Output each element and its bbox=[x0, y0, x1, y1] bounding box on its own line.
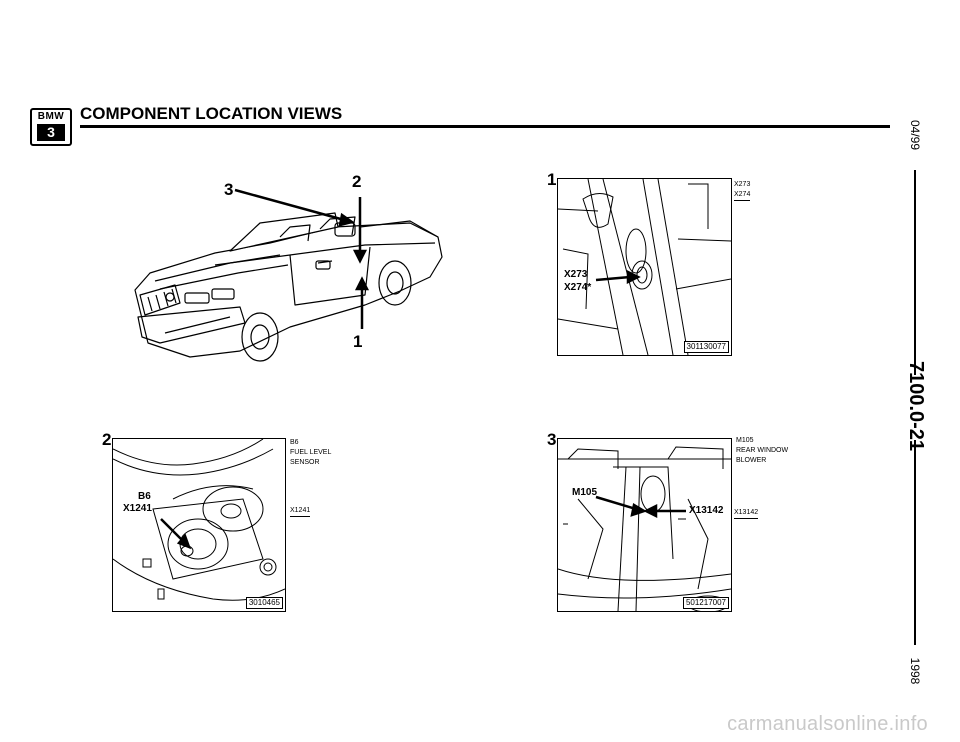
bmw-3-logo: BMW 3 bbox=[30, 108, 72, 146]
view-3-side-blower: BLOWER bbox=[736, 457, 767, 464]
view-1-illustration bbox=[558, 179, 731, 355]
view-1-callout-x274: X274* bbox=[564, 282, 592, 293]
watermark: carmanualsonline.info bbox=[727, 713, 928, 735]
view-1-callout-x273: X273 bbox=[564, 269, 588, 280]
view-3-callout-x13142: X13142 bbox=[689, 505, 724, 516]
overview-callout-2: 2 bbox=[352, 172, 362, 191]
overview-callout-1: 1 bbox=[353, 332, 363, 351]
view-2-side-x1241: X1241 bbox=[290, 506, 311, 517]
view-2-figure-id: 3010465 bbox=[245, 597, 283, 609]
view-1-figure-id: 301130077 bbox=[683, 341, 729, 353]
view-3-side-connector: X13142 bbox=[734, 508, 759, 519]
view-3-panel: M105 X13142 501217007 bbox=[557, 438, 732, 612]
title-rule bbox=[80, 125, 890, 128]
view-2-side-fuel-level: FUEL LEVEL bbox=[290, 449, 332, 456]
logo-model: 3 bbox=[37, 124, 65, 141]
view-2-illustration bbox=[113, 439, 285, 601]
view-3-illustration bbox=[558, 446, 731, 611]
margin-date: 04/99 bbox=[908, 119, 922, 151]
view-1-side-labels: X273 X274 bbox=[734, 180, 751, 201]
margin-line-lower bbox=[914, 440, 916, 645]
view-2-callout-b6: B6 bbox=[138, 491, 151, 502]
view-2-side-sensor: SENSOR bbox=[290, 459, 320, 466]
overview-callout-3: 3 bbox=[224, 180, 234, 199]
view-3-figure-id: 501217007 bbox=[682, 597, 729, 609]
view-3-side-x13142: X13142 bbox=[734, 508, 759, 519]
view-3-callout-m105: M105 bbox=[572, 487, 598, 498]
view-1-panel: X273 X274* 301130077 bbox=[557, 178, 732, 356]
convertible-car-illustration bbox=[134, 188, 443, 362]
view-3-side-labels: M105 REAR WINDOW BLOWER bbox=[736, 436, 788, 466]
view-2-callout-x1241: X1241 bbox=[123, 503, 152, 514]
page-title: COMPONENT LOCATION VIEWS bbox=[80, 104, 343, 123]
view-3-side-rear-window: REAR WINDOW bbox=[736, 447, 789, 454]
margin-line-upper bbox=[914, 170, 916, 375]
view-3-side-m105: M105 bbox=[736, 437, 754, 444]
view-1-side-x274: X274 bbox=[734, 190, 751, 201]
view-2-side-labels: B6 FUEL LEVEL SENSOR bbox=[290, 438, 331, 468]
logo-brand: BMW bbox=[37, 111, 65, 122]
view-2-panel: B6 X1241 3010465 bbox=[112, 438, 286, 612]
margin-page-number: 7100.0-21 bbox=[905, 360, 927, 452]
view-2-side-connector: X1241 bbox=[290, 506, 311, 517]
view-2-side-b6: B6 bbox=[290, 439, 299, 446]
view-2-number: 2 bbox=[102, 430, 112, 449]
view-1-side-x273: X273 bbox=[734, 181, 751, 188]
view-3-number: 3 bbox=[547, 430, 557, 449]
margin-year: 1998 bbox=[908, 657, 922, 685]
view-1-number: 1 bbox=[547, 170, 557, 189]
